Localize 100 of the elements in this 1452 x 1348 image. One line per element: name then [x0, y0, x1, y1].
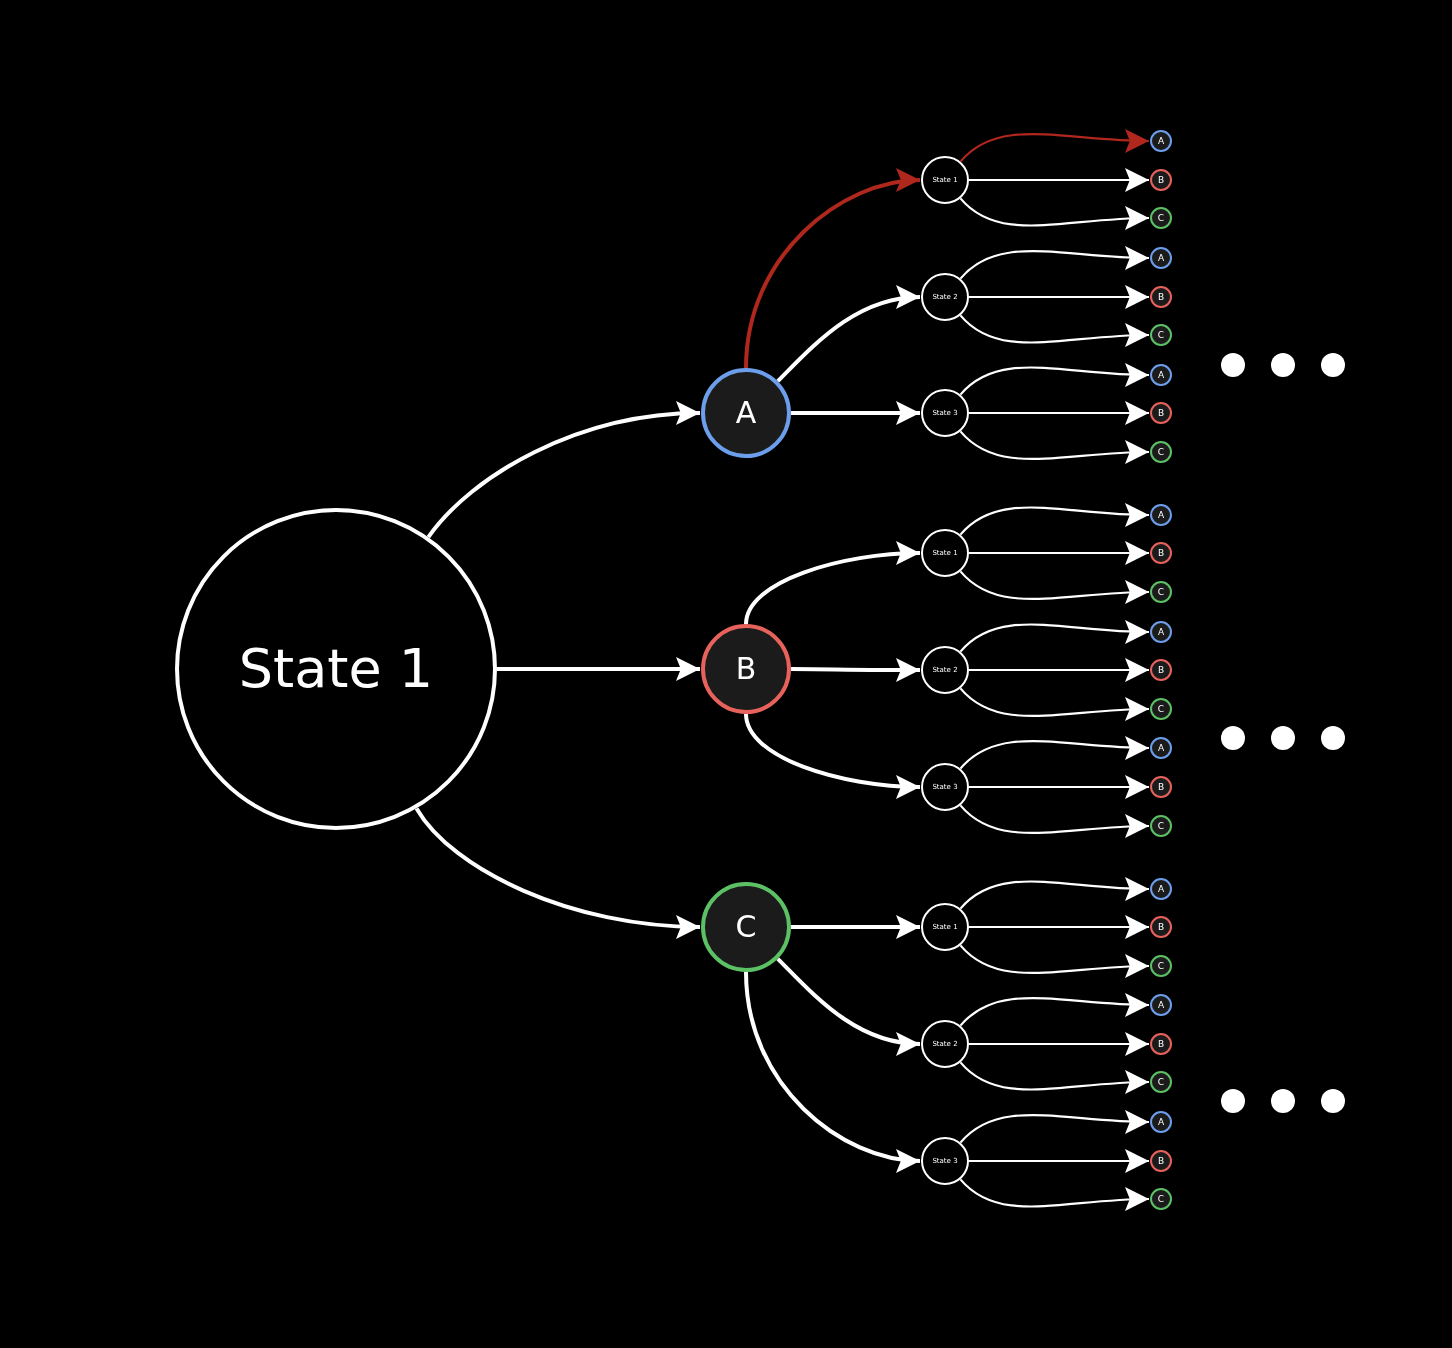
state-circle	[921, 903, 969, 951]
choice-circle	[1150, 504, 1172, 526]
choice-circle	[1150, 402, 1172, 424]
choice-circle	[1150, 286, 1172, 308]
arrow	[744, 713, 921, 799]
choice-circle	[1150, 955, 1172, 977]
node-label: B	[1157, 1156, 1165, 1166]
arrow	[959, 1178, 1150, 1212]
node-label: B	[1157, 782, 1165, 792]
choice-circle	[1150, 698, 1172, 720]
choice-circle	[1150, 815, 1172, 837]
arrow	[791, 915, 920, 939]
choice-circle	[1150, 994, 1172, 1016]
arrow	[744, 541, 921, 625]
node-label: B	[1157, 922, 1165, 932]
node-label: A	[735, 398, 757, 428]
choice-circle	[1150, 1033, 1172, 1055]
arrow	[959, 1061, 1150, 1095]
state-circle	[921, 763, 969, 811]
arrow	[959, 735, 1150, 770]
choice-circle	[1150, 1188, 1172, 1210]
arrow	[959, 876, 1150, 910]
node-label: C	[1157, 587, 1165, 597]
arrow	[414, 807, 701, 939]
choice-circle	[1150, 659, 1172, 681]
choice-circle	[1150, 364, 1172, 386]
node-label: C	[1157, 704, 1165, 714]
arrow	[959, 430, 1150, 465]
choice-circle	[1150, 441, 1172, 463]
choice-circle	[1150, 737, 1172, 759]
node-label: A	[1157, 1117, 1165, 1127]
arrow	[776, 957, 921, 1055]
arrow	[959, 1109, 1150, 1144]
choice-circle	[1150, 776, 1172, 798]
node-label: C	[1157, 447, 1165, 457]
choice-circle	[1150, 247, 1172, 269]
choice-circle	[1150, 130, 1172, 152]
arrow	[959, 570, 1150, 605]
arrow	[969, 1149, 1149, 1173]
node-label: B	[1157, 408, 1165, 418]
node-label: A	[1157, 743, 1165, 753]
node-label: B	[1157, 1039, 1165, 1049]
arrow	[959, 245, 1150, 280]
node-label: A	[1157, 253, 1165, 263]
choice-circle	[1150, 878, 1172, 900]
node-label: B	[1157, 548, 1165, 558]
arrow	[959, 619, 1150, 653]
choice-circle	[1150, 581, 1172, 603]
node-label: C	[1157, 1077, 1165, 1087]
state-circle	[921, 1137, 969, 1185]
arrow	[791, 657, 920, 682]
arrow	[959, 687, 1150, 722]
node-label: A	[1157, 627, 1165, 637]
arrow	[959, 804, 1150, 839]
choice-circle	[1150, 207, 1172, 229]
arrow	[744, 971, 921, 1172]
node-label: C	[1157, 821, 1165, 831]
choice-circle	[1150, 1111, 1172, 1133]
arrow	[969, 541, 1149, 565]
arrow	[959, 128, 1150, 163]
choice-circle	[1150, 916, 1172, 938]
node-label: B	[1157, 175, 1165, 185]
state-circle	[921, 646, 969, 694]
choice-circle	[1150, 1150, 1172, 1172]
arrow	[969, 401, 1149, 425]
arrow	[969, 658, 1149, 682]
state-circle	[921, 529, 969, 577]
node-label: A	[1157, 370, 1165, 380]
arrow	[959, 197, 1150, 231]
arrow	[791, 401, 920, 425]
state-circle	[921, 1020, 969, 1068]
node-label: C	[1157, 1194, 1165, 1204]
node-label: A	[1157, 1000, 1165, 1010]
node-label: B	[735, 654, 757, 684]
node-label: C	[735, 912, 757, 942]
choice-circle	[1150, 169, 1172, 191]
node-label: C	[1157, 213, 1165, 223]
choice-circle	[1150, 542, 1172, 564]
arrow	[959, 944, 1150, 979]
arrow	[959, 314, 1150, 348]
arrow	[744, 169, 921, 369]
node-label: A	[1157, 510, 1165, 520]
node-label: B	[1157, 665, 1165, 675]
node-label: State 1	[238, 642, 434, 696]
arrow	[969, 168, 1149, 192]
arrow	[426, 402, 701, 539]
arrow	[969, 915, 1149, 939]
state-circle	[921, 389, 969, 437]
arrow	[969, 775, 1149, 799]
node-label: A	[1157, 884, 1165, 894]
node-label: C	[1157, 330, 1165, 340]
arrow	[969, 285, 1149, 309]
choice-circle	[1150, 1071, 1172, 1093]
arrow	[497, 657, 700, 681]
state-circle	[921, 273, 969, 321]
arrow	[776, 286, 921, 383]
node-label: B	[1157, 292, 1165, 302]
choice-circle	[1150, 621, 1172, 643]
node-label: C	[1157, 961, 1165, 971]
arrow	[959, 362, 1150, 396]
